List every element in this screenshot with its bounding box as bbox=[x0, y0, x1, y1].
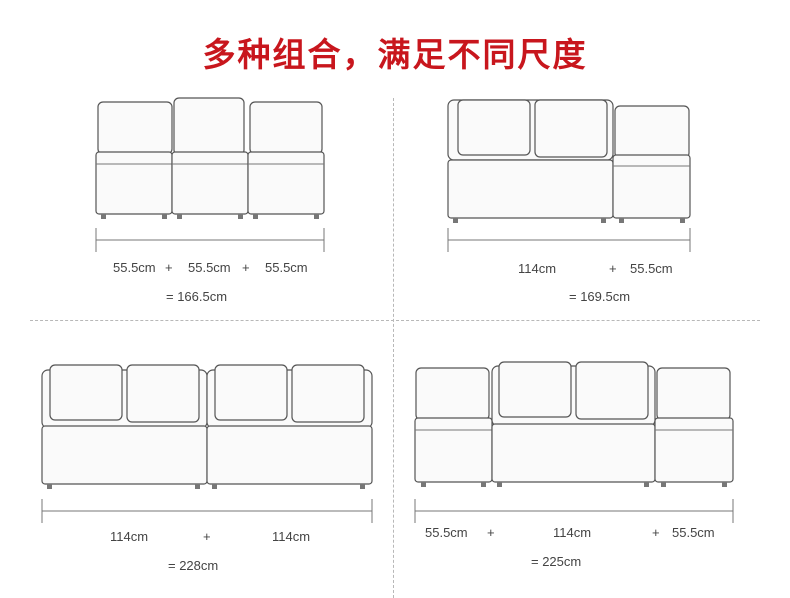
seat-module-left bbox=[414, 367, 493, 487]
combo-panel-3: 114cm + 114cm = 228cm bbox=[0, 320, 393, 598]
module-width-label: 55.5cm bbox=[265, 260, 308, 275]
plus-sign: + bbox=[652, 525, 660, 540]
vertical-divider bbox=[393, 98, 394, 598]
width-ruler bbox=[447, 228, 691, 252]
page-title: 多种组合，满足不同尺度 bbox=[202, 35, 588, 74]
seat-module-3 bbox=[247, 101, 325, 219]
double-seat-module bbox=[41, 364, 208, 489]
plus-sign: + bbox=[609, 261, 617, 276]
total-width-label: = 228cm bbox=[168, 558, 219, 573]
module-width-label: 55.5cm bbox=[630, 261, 673, 276]
sofa-drawing-1 bbox=[95, 97, 325, 252]
total-width-label: = 166.5cm bbox=[166, 289, 228, 304]
sofa-drawing-2 bbox=[447, 99, 691, 252]
sofa-drawing-4 bbox=[414, 361, 734, 523]
sofa-drawing-3 bbox=[41, 364, 373, 523]
module-width-label: 114cm bbox=[110, 529, 149, 544]
single-seat-module bbox=[612, 105, 691, 223]
total-width-label: = 169.5cm bbox=[569, 289, 631, 304]
double-seat-module bbox=[447, 99, 614, 223]
plus-sign: + bbox=[165, 260, 173, 275]
module-width-label: 114cm bbox=[272, 529, 311, 544]
double-seat-module bbox=[491, 361, 656, 487]
module-width-label: 55.5cm bbox=[188, 260, 231, 275]
module-width-label: 55.5cm bbox=[425, 525, 468, 540]
double-seat-module bbox=[206, 364, 373, 489]
horizontal-divider bbox=[30, 320, 760, 321]
width-ruler bbox=[41, 499, 373, 523]
plus-sign: + bbox=[487, 525, 495, 540]
plus-sign: + bbox=[242, 260, 250, 275]
combo-panel-4: 55.5cm + 114cm + 55.5cm = 225cm bbox=[393, 320, 790, 598]
module-width-label: 114cm bbox=[553, 525, 592, 540]
module-width-label: 55.5cm bbox=[672, 525, 715, 540]
module-width-label: 114cm bbox=[518, 261, 557, 276]
width-ruler bbox=[414, 499, 734, 523]
seat-module-1 bbox=[95, 101, 173, 219]
combo-panel-2: 114cm + 55.5cm = 169.5cm bbox=[393, 0, 790, 320]
seat-module-2 bbox=[171, 97, 249, 219]
combo-panel-1: 55.5cm + 55.5cm + 55.5cm = 166.5cm bbox=[0, 0, 393, 320]
plus-sign: + bbox=[203, 529, 211, 544]
seat-module-right bbox=[654, 367, 734, 487]
width-ruler bbox=[95, 228, 325, 252]
total-width-label: = 225cm bbox=[531, 554, 582, 569]
module-width-label: 55.5cm bbox=[113, 260, 156, 275]
